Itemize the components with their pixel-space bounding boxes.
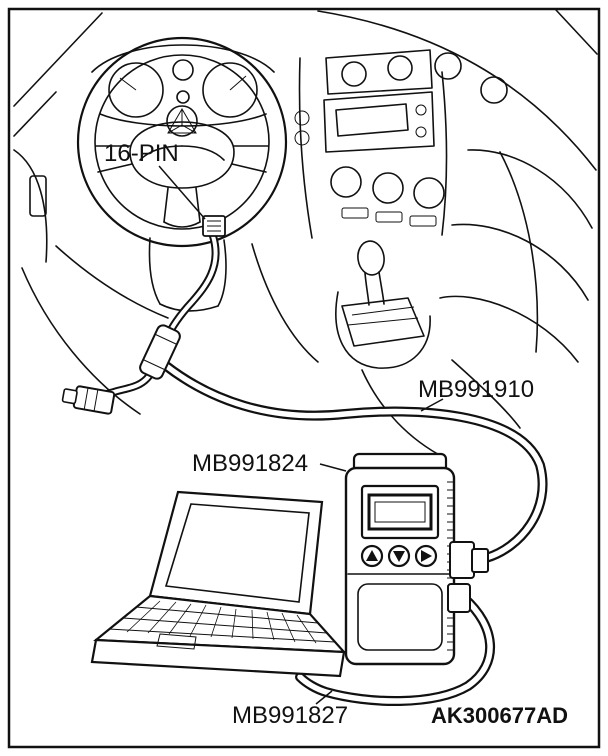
label-usb-cable: MB991827 xyxy=(232,702,348,729)
usb-cable xyxy=(295,593,496,707)
vci-usb-connector xyxy=(447,583,471,613)
vci-buttons xyxy=(360,544,438,568)
gear-shifter xyxy=(335,240,446,459)
label-main-harness-leader xyxy=(420,398,444,412)
label-usb-cable-leader xyxy=(315,690,333,705)
connectors xyxy=(61,215,489,613)
harness-plug xyxy=(61,385,116,415)
down-arrow-icon xyxy=(393,551,405,562)
scroll-down-button xyxy=(387,544,411,568)
seat xyxy=(439,149,593,429)
up-arrow-icon xyxy=(366,550,378,561)
dlc-cable xyxy=(163,232,220,342)
label-vci: MB991824 xyxy=(192,450,308,477)
vci-screen xyxy=(360,484,440,540)
scroll-right-button xyxy=(414,544,438,568)
data-link-connector xyxy=(202,215,226,237)
laptop xyxy=(90,490,347,678)
vci-scan-tool xyxy=(344,452,456,666)
steering-wheel xyxy=(76,36,288,312)
instrument-cluster xyxy=(91,44,275,127)
label-main-harness: MB991910 xyxy=(418,376,534,403)
laptop-keyboard xyxy=(108,600,336,644)
vci-lower-panel xyxy=(357,583,443,651)
label-data-link-connector-leader xyxy=(158,165,206,220)
label-data-link-connector: 16-PIN xyxy=(104,140,179,167)
label-vci-leader xyxy=(319,463,347,472)
brand-emblem-icon xyxy=(166,105,198,137)
scroll-left-button xyxy=(360,544,384,568)
figure-code: AK300677AD xyxy=(431,703,568,728)
center-console xyxy=(294,49,448,239)
cables xyxy=(92,232,548,707)
right-arrow-icon xyxy=(421,550,432,562)
dashboard xyxy=(13,9,598,415)
labels: 16-PIN MB991910 MB991824 MB991827 AK3006… xyxy=(104,140,568,729)
laptop-touchpad xyxy=(156,633,197,650)
harness-adapter xyxy=(139,324,181,380)
vci-harness-connector xyxy=(449,541,489,579)
